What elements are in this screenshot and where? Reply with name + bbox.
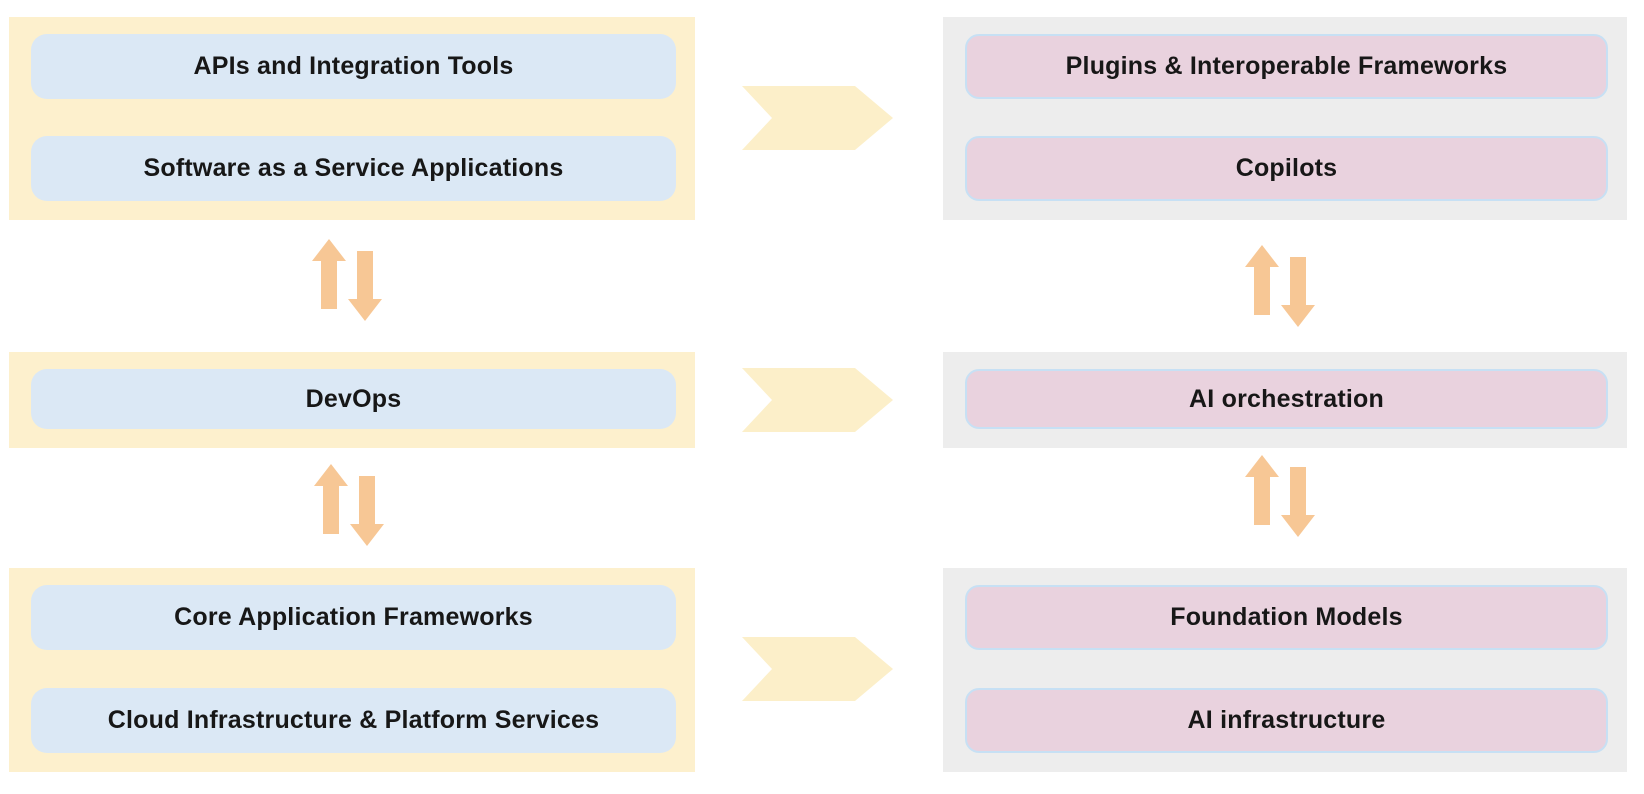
right-group-middle: AI orchestration: [943, 352, 1627, 448]
node-plugins-interoperable-frameworks: Plugins & Interoperable Frameworks: [965, 34, 1608, 99]
up-down-arrows-icon: [314, 464, 384, 546]
node-ai-orchestration: AI orchestration: [965, 369, 1608, 429]
right-chevron-icon: [742, 637, 893, 701]
node-label: Cloud Infrastructure & Platform Services: [107, 706, 600, 734]
right-chevron-icon: [742, 86, 893, 150]
node-label: AI orchestration: [1189, 384, 1384, 413]
up-down-arrows-icon: [1245, 245, 1315, 327]
up-down-arrows-icon: [312, 239, 382, 321]
node-label: DevOps: [305, 384, 402, 413]
right-group-top: Plugins & Interoperable Frameworks Copil…: [943, 17, 1627, 220]
node-label: AI infrastructure: [1187, 706, 1386, 734]
node-label: Plugins & Interoperable Frameworks: [1065, 52, 1508, 80]
node-saas-applications: Software as a Service Applications: [31, 136, 676, 201]
up-down-arrows-icon: [1245, 455, 1315, 537]
node-label: APIs and Integration Tools: [193, 52, 514, 80]
right-chevron-icon: [742, 368, 893, 432]
node-apis-integration-tools: APIs and Integration Tools: [31, 34, 676, 99]
node-label: Core Application Frameworks: [174, 603, 533, 631]
node-ai-infrastructure: AI infrastructure: [965, 688, 1608, 753]
node-copilots: Copilots: [965, 136, 1608, 201]
node-label: Foundation Models: [1170, 603, 1403, 631]
node-foundation-models: Foundation Models: [965, 585, 1608, 650]
left-group-top: APIs and Integration Tools Software as a…: [9, 17, 695, 220]
right-group-bottom: Foundation Models AI infrastructure: [943, 568, 1627, 772]
left-group-bottom: Core Application Frameworks Cloud Infras…: [9, 568, 695, 772]
left-group-middle: DevOps: [9, 352, 695, 448]
node-label: Copilots: [1235, 154, 1338, 182]
node-devops: DevOps: [31, 369, 676, 429]
node-core-application-frameworks: Core Application Frameworks: [31, 585, 676, 650]
node-label: Software as a Service Applications: [143, 154, 564, 182]
node-cloud-infrastructure-platform-services: Cloud Infrastructure & Platform Services: [31, 688, 676, 753]
